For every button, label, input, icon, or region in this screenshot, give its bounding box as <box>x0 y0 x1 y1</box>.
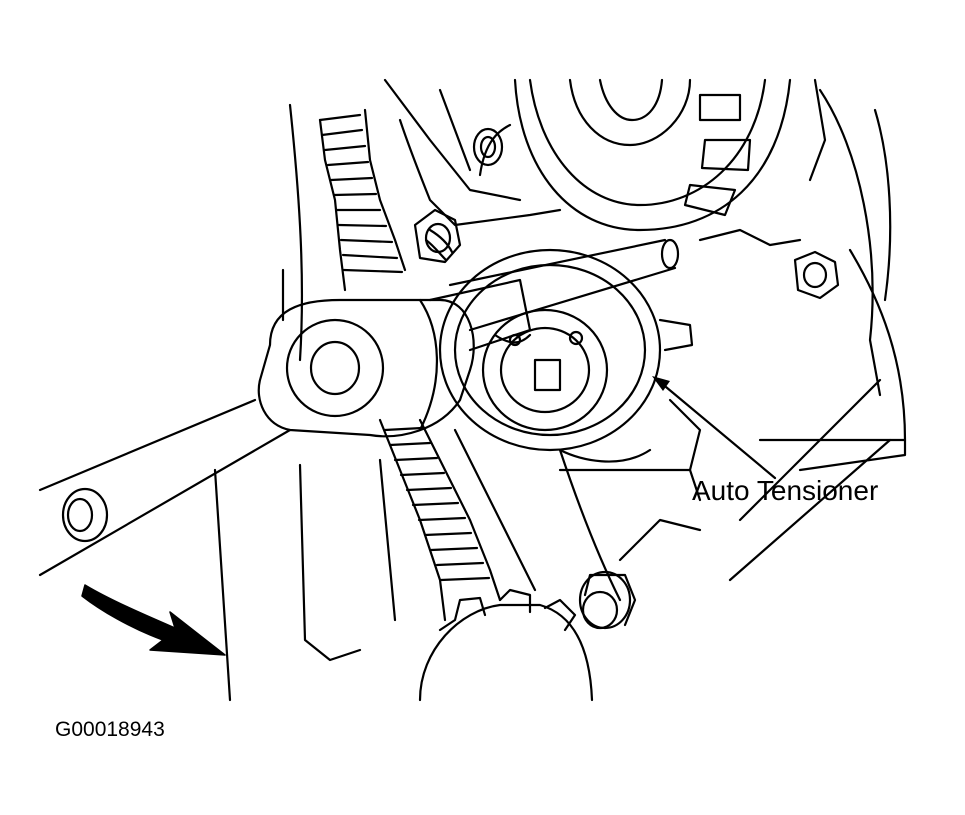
timing-belt-lower <box>378 418 622 622</box>
camshaft-sprocket <box>513 78 827 232</box>
auto-tensioner-pulley <box>438 248 694 452</box>
extension-bar <box>428 238 680 352</box>
crankshaft-sprocket <box>418 588 594 702</box>
mounting-bolt-lower <box>578 570 637 630</box>
ratchet-handle <box>38 298 475 577</box>
timing-belt-upper <box>318 108 562 292</box>
adjusting-bolt <box>413 208 462 264</box>
mounting-bolt-upper-left <box>472 127 504 167</box>
engine-block-outline <box>213 78 907 702</box>
leader-arrowhead <box>652 376 670 391</box>
figure-id: G00018943 <box>55 718 165 741</box>
auto-tensioner-label: Auto Tensioner <box>692 475 879 506</box>
mounting-bolt-right <box>793 250 840 300</box>
callout-leader-line <box>658 380 777 480</box>
rotation-direction-arrow <box>81 584 226 656</box>
